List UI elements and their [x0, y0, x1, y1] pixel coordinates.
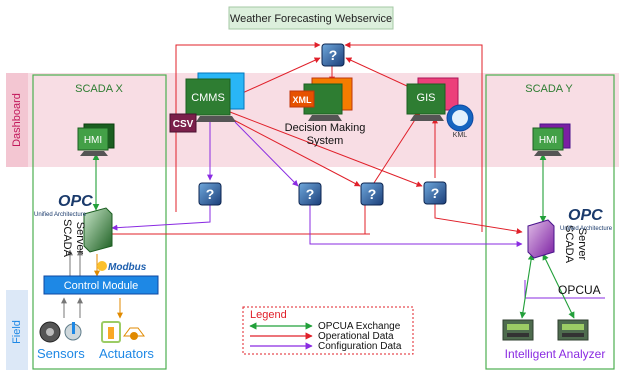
- svg-text:?: ?: [206, 186, 215, 202]
- gis-label: GIS: [417, 92, 436, 104]
- legend: Legend OPCUA Exchange Operational Data C…: [242, 306, 414, 355]
- svg-text:HMI: HMI: [539, 135, 557, 146]
- gis-computer: GIS KML: [406, 77, 474, 139]
- sensors-label: Sensors: [37, 346, 85, 361]
- opcua-exchange-lines: [92, 153, 575, 319]
- cmms-computer: CMMS CSV: [169, 72, 245, 133]
- control-module-label: Control Module: [64, 280, 139, 292]
- dashboard-label-bg: [6, 73, 28, 167]
- unknown-node-3: ?: [360, 182, 384, 206]
- scada-y-hmi: HMI: [532, 123, 571, 156]
- svg-text:Server: Server: [576, 228, 588, 261]
- svg-text:Modbus: Modbus: [108, 262, 147, 273]
- scada-x-server: SCADA Server: [61, 207, 113, 258]
- field-label: Field: [11, 320, 23, 344]
- xml-icon: XML: [293, 95, 313, 105]
- kml-icon: KML: [453, 132, 468, 139]
- unknown-node-top: ?: [321, 43, 345, 67]
- svg-text:OPC: OPC: [58, 193, 93, 210]
- dashboard-label: Dashboard: [11, 93, 23, 147]
- analyzer-device-2: [557, 319, 589, 341]
- unknown-node-4: ?: [423, 181, 447, 205]
- svg-text:?: ?: [431, 185, 440, 201]
- weather-webservice-box: [228, 6, 394, 30]
- modbus-logo: Modbus: [97, 261, 147, 273]
- svg-text:?: ?: [329, 47, 338, 63]
- scada-y-server: SCADA Server: [527, 219, 588, 264]
- scada-x-title: SCADA X: [75, 83, 123, 95]
- legend-label-configuration: Configuration Data: [318, 341, 402, 352]
- scada-x-opc-logo: OPC Unified Architecture: [34, 193, 93, 218]
- legend-label-operational: Operational Data: [318, 331, 394, 342]
- csv-icon: CSV: [173, 119, 194, 130]
- decision-label-2: System: [307, 135, 344, 147]
- svg-text:Server: Server: [74, 222, 86, 255]
- intelligent-analyzer-label: Intelligent Analyzer: [505, 347, 606, 361]
- actuator-icons: [101, 321, 145, 343]
- legend-title: Legend: [250, 309, 287, 321]
- weather-webservice-title: Weather Forecasting Webservice: [230, 13, 392, 25]
- field-lines: [61, 249, 123, 319]
- analyzer-device-1: [502, 319, 534, 341]
- control-module-box: [43, 275, 159, 295]
- decision-making-computer: XML Decision Making System: [285, 77, 366, 147]
- unknown-node-2: ?: [298, 182, 322, 206]
- scada-y-opc-logo: OPC Unified Architecture: [560, 207, 613, 232]
- svg-text:Unified Architecture: Unified Architecture: [34, 212, 87, 218]
- scada-y-box: [485, 74, 615, 370]
- decision-label-1: Decision Making: [285, 122, 366, 134]
- svg-text:SCADA: SCADA: [61, 219, 73, 258]
- scada-x-box: [32, 74, 167, 370]
- svg-text:?: ?: [306, 186, 315, 202]
- opcua-label: OPCUA: [558, 283, 601, 297]
- field-label-bg: [6, 290, 28, 370]
- scada-x-hmi: HMI: [77, 123, 115, 156]
- svg-text:Unified Architecture: Unified Architecture: [560, 226, 613, 232]
- legend-label-opcua: OPCUA Exchange: [318, 321, 401, 332]
- svg-text:SCADA: SCADA: [563, 225, 575, 264]
- svg-text:?: ?: [368, 186, 377, 202]
- actuators-label: Actuators: [99, 346, 154, 361]
- operational-data-lines: [112, 42, 523, 235]
- sensor-icons: [39, 321, 82, 343]
- scada-y-title: SCADA Y: [525, 83, 573, 95]
- svg-text:HMI: HMI: [84, 135, 102, 146]
- configuration-data-lines: [111, 121, 605, 299]
- cmms-label: CMMS: [191, 92, 225, 104]
- svg-text:OPC: OPC: [568, 207, 603, 224]
- unknown-node-1: ?: [198, 182, 222, 206]
